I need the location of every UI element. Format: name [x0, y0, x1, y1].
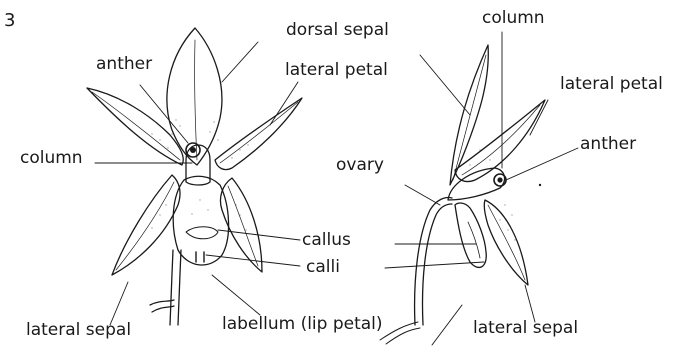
calli-front — [196, 252, 204, 262]
dorsal-sepal-front — [167, 28, 222, 165]
leader-dorsal-sepal-side — [420, 55, 470, 115]
lateral-sepal-right-front — [220, 178, 262, 272]
label-lateral-petal-left: lateral petal — [285, 62, 388, 79]
side-view-flower — [380, 45, 545, 344]
leader-dorsal-sepal — [222, 42, 258, 82]
dorsal-sepal-side — [450, 45, 488, 185]
label-anther-left: anther — [96, 56, 152, 73]
callus-front — [186, 227, 218, 239]
label-anther-right: anther — [580, 136, 636, 153]
leader-bottom-diagonal — [432, 305, 462, 345]
label-labellum: labellum (lip petal) — [222, 316, 383, 333]
leader-labellum — [212, 275, 260, 315]
label-column-left: column — [20, 150, 83, 167]
leader-lateral-sepal-right — [525, 285, 535, 322]
leader-ovary — [405, 185, 440, 205]
label-calli: calli — [306, 259, 340, 276]
figure-number: 3 — [4, 12, 15, 30]
labellum-side — [455, 203, 486, 267]
lateral-petal-left-front — [87, 88, 183, 165]
leader-lateral-sepal-left — [110, 282, 128, 325]
label-column-top: column — [482, 10, 545, 27]
label-dorsal-sepal: dorsal sepal — [286, 22, 389, 39]
leader-calli-right — [385, 262, 484, 268]
leader-anther-right — [506, 148, 578, 180]
label-lateral-sepal-left: lateral sepal — [26, 322, 131, 339]
label-ovary: ovary — [336, 157, 384, 174]
front-stem — [170, 250, 181, 325]
label-callus: callus — [302, 232, 351, 249]
label-lateral-petal-right: lateral petal — [560, 76, 663, 93]
leader-anther-left — [140, 85, 188, 143]
ovary-side — [415, 198, 452, 326]
label-lateral-sepal-right: lateral sepal — [473, 320, 578, 337]
